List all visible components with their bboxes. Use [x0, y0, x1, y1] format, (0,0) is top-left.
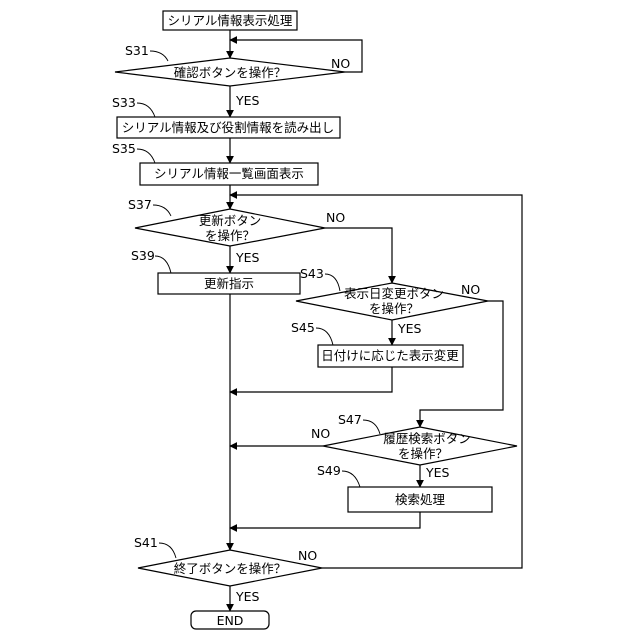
s43-no-label: NO: [461, 282, 480, 297]
s37-label-2: を操作？: [205, 228, 255, 243]
leader-s39: [155, 256, 171, 273]
s45-process: 日付けに応じた表示変更: [318, 345, 463, 367]
start-label: シリアル情報表示処理: [168, 13, 293, 28]
s41-no-label: NO: [298, 548, 317, 563]
step-s31: S31: [125, 43, 149, 58]
s31-yes-label: YES: [235, 93, 260, 108]
s47-label-2: を操作？: [398, 446, 448, 461]
s41-yes-label: YES: [235, 589, 260, 604]
s43-label-2: を操作？: [369, 301, 419, 316]
s33-label: シリアル情報及び役割情報を読み出し: [122, 120, 334, 135]
s47-decision: 履歴検索ボタン を操作？: [323, 427, 517, 465]
start-node: シリアル情報表示処理: [163, 11, 297, 30]
step-s45: S45: [291, 320, 315, 335]
s35-label: シリアル情報一覧画面表示: [154, 166, 304, 181]
leader-s45: [316, 328, 333, 345]
end-node: END: [191, 611, 269, 629]
s37-decision: 更新ボタン を操作？: [135, 209, 325, 246]
end-label: END: [217, 613, 244, 628]
s43-label-1: 表示日変更ボタン: [344, 286, 444, 301]
step-s35: S35: [112, 141, 136, 156]
s49-process: 検索処理: [348, 487, 492, 512]
step-s43: S43: [300, 266, 324, 281]
s37-no-label: NO: [326, 210, 345, 225]
s35-process: シリアル情報一覧画面表示: [140, 163, 318, 185]
step-s37: S37: [128, 197, 152, 212]
s43-yes-label: YES: [397, 321, 422, 336]
s37-yes-label: YES: [235, 250, 260, 265]
leader-s47: [363, 420, 380, 434]
leader-s49: [342, 471, 360, 487]
s41-label: 終了ボタンを操作？: [174, 561, 287, 576]
s39-label: 更新指示: [204, 276, 254, 291]
s45-label: 日付けに応じた表示変更: [321, 348, 459, 363]
leader-s41: [159, 543, 176, 558]
s47-no-label: NO: [311, 426, 330, 441]
step-s39: S39: [131, 248, 155, 263]
leader-s33: [137, 103, 155, 117]
s47-yes-label: YES: [425, 465, 450, 480]
leader-s37: [153, 205, 171, 216]
step-s41: S41: [134, 535, 158, 550]
step-s47: S47: [338, 412, 362, 427]
step-s49: S49: [317, 463, 341, 478]
s31-decision: 確認ボタンを操作？: [115, 58, 345, 86]
s37-label-1: 更新ボタン: [199, 213, 262, 228]
s31-label: 確認ボタンを操作？: [174, 65, 287, 80]
s43-decision: 表示日変更ボタン を操作？: [296, 283, 488, 320]
s47-label-1: 履歴検索ボタン: [383, 431, 471, 446]
step-s33: S33: [112, 95, 136, 110]
s33-process: シリアル情報及び役割情報を読み出し: [117, 117, 340, 138]
s39-process: 更新指示: [158, 273, 300, 294]
leader-s35: [137, 149, 155, 163]
s31-no-label: NO: [331, 56, 350, 71]
leader-s31: [150, 51, 168, 61]
leader-s43: [325, 274, 340, 291]
s41-decision: 終了ボタンを操作？: [138, 550, 322, 586]
s49-label: 検索処理: [395, 492, 446, 507]
